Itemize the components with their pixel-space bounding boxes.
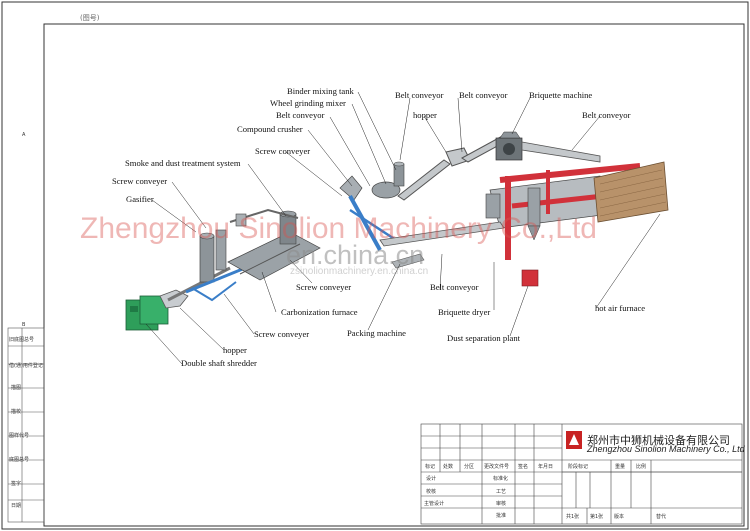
- label-hopper-top: hopper: [413, 110, 437, 120]
- side-label-3: 描图: [11, 385, 22, 391]
- tb-header-date: 年月日: [538, 464, 554, 470]
- label-screw-conveyer-2: Screw conveyer: [112, 176, 168, 186]
- label-carbonization-furnace: Carbonization furnace: [281, 307, 358, 317]
- label-hopper-bottom: hopper: [223, 345, 247, 355]
- tb-header-change: 更改文件号: [484, 464, 510, 470]
- tb-role-standard: 标准化: [493, 476, 509, 482]
- label-wheel-grinding-mixer: Wheel grinding mixer: [270, 98, 346, 108]
- label-belt-conveyor-bottom: Belt conveyor: [430, 282, 479, 292]
- side-label-5: 图样代号: [9, 433, 30, 439]
- watermark-company: Zhengzhou Sinolion Machinery Co.,Ltd: [80, 212, 597, 245]
- leader-lines: [145, 91, 661, 365]
- tb-role-review: 审核: [496, 501, 507, 507]
- tb-header-mark: 标记: [425, 464, 436, 470]
- side-label-1: 旧底图总号: [9, 337, 35, 343]
- label-briquette-dryer: Briquette dryer: [438, 307, 491, 317]
- label-belt-conveyor-1: Belt conveyor: [276, 110, 325, 120]
- hopper-bottom: [159, 266, 231, 309]
- label-screw-conveyer-4: Screw conveyer: [254, 329, 310, 339]
- label-compound-crusher: Compound crusher: [237, 124, 303, 134]
- carbonization-furnace: [227, 210, 321, 281]
- tb-header-sign: 签名: [518, 464, 529, 470]
- watermark-site: en.china.cn: [286, 240, 425, 270]
- company-logo: [566, 431, 582, 449]
- tb-role-approve: 批准: [496, 513, 507, 519]
- label-screw-conveyer-3: Screw conveyer: [296, 282, 352, 292]
- tb-replace: 替代: [656, 514, 667, 520]
- label-belt-conveyor-top1: Belt conveyor: [395, 90, 444, 100]
- compound-crusher: [339, 175, 397, 251]
- tb-sheets-total: 共1张: [566, 514, 580, 520]
- label-belt-conveyor-top2: Belt conveyor: [459, 90, 508, 100]
- side-label-2: 借(通)用件登记: [9, 363, 43, 369]
- wheel-grinding-mixer: [371, 161, 405, 199]
- tb-header-count: 处数: [443, 464, 454, 470]
- tb-scale: 比例: [636, 464, 647, 470]
- tb-weight: 重量: [615, 464, 626, 470]
- side-table: [7, 327, 45, 523]
- side-label-b: B: [22, 322, 26, 328]
- tb-role-lead: 主管设计: [424, 501, 445, 507]
- label-double-shaft-shredder: Double shaft shredder: [181, 358, 257, 368]
- side-label-7: 签字: [11, 481, 22, 487]
- smoke-dust-system: [229, 208, 299, 227]
- hot-air-furnace: [593, 161, 669, 223]
- top-mark: (图号): [80, 14, 100, 22]
- label-hot-air-furnace: hot air furnace: [595, 303, 646, 313]
- tb-sheet-num: 第1张: [590, 514, 604, 520]
- tb-header-zone: 分区: [464, 464, 475, 470]
- briquette-machine: [495, 131, 523, 161]
- label-binder-mixing-tank: Binder mixing tank: [287, 86, 354, 96]
- gasifier: [185, 229, 251, 302]
- watermark-site-sub: zsinolionmachinery.en.china.cn: [290, 266, 429, 277]
- label-dust-separation-plant: Dust separation plant: [447, 333, 521, 343]
- tb-role-check: 校核: [426, 489, 437, 495]
- tb-stage: 阶段标记: [568, 464, 589, 470]
- label-belt-conveyor-right: Belt conveyor: [582, 110, 631, 120]
- drawing-mark-a: A: [22, 132, 26, 138]
- belt-conveyor-right: [521, 141, 601, 163]
- tb-role-design: 设计: [426, 476, 437, 482]
- label-smoke-dust: Smoke and dust treatment system: [125, 158, 241, 168]
- label-gasifier: Gasifier: [126, 194, 154, 204]
- label-packing-machine: Packing machine: [347, 328, 406, 338]
- tb-role-process: 工艺: [496, 489, 507, 495]
- company-name-cn: 郑州市中狮机械设备有限公司: [587, 434, 730, 447]
- company-name-en: Zhengzhou Sinolion Machinery Co., Ltd: [587, 444, 745, 454]
- side-label-6: 底图总号: [9, 457, 30, 463]
- side-label-4: 描校: [11, 409, 22, 415]
- dust-separation-plant: [521, 187, 541, 287]
- label-briquette-machine: Briquette machine: [529, 90, 593, 100]
- title-block-grid: [420, 423, 743, 525]
- label-screw-conveyer-1: Screw conveyer: [255, 146, 311, 156]
- side-label-8: 日期: [11, 503, 22, 509]
- tb-version: 版本: [614, 514, 625, 520]
